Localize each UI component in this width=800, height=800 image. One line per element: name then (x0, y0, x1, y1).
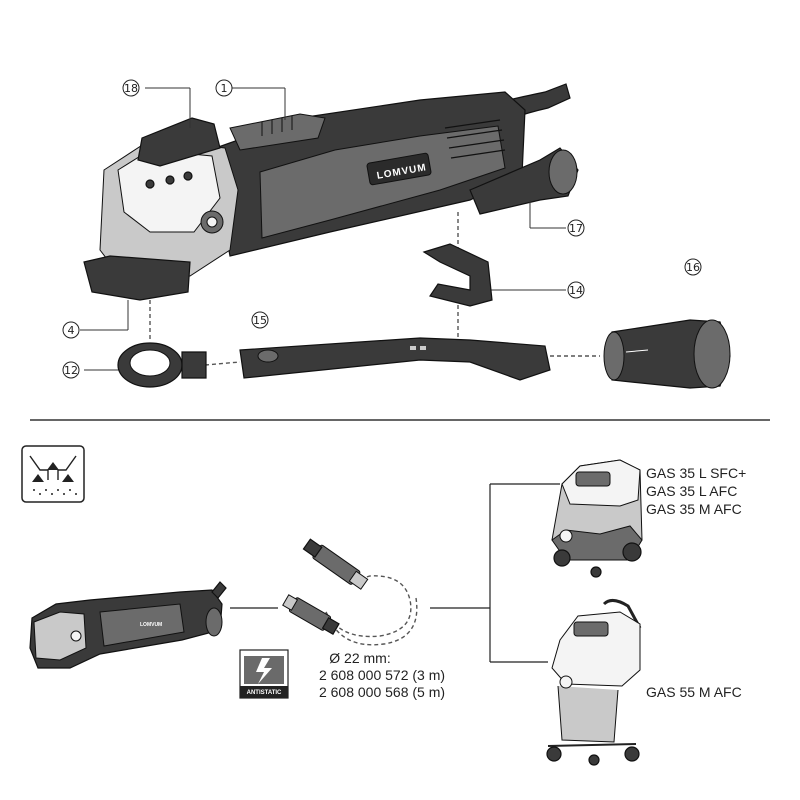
part-12-adapter-ring (117, 342, 207, 388)
hose-part-3m-text: 2 608 000 572 (3 m) (319, 667, 445, 683)
hose-diameter-text: Ø 22 mm: (329, 650, 390, 666)
svg-text:18: 18 (124, 82, 138, 95)
svg-text:15: 15 (253, 314, 267, 327)
extractor-gas-35 (551, 459, 643, 578)
callout-leaders (80, 87, 566, 371)
part-16-nozzle (603, 319, 731, 389)
svg-text:12: 12 (64, 364, 78, 377)
callout-4: 4 (62, 321, 80, 339)
hose-assembly (282, 538, 418, 646)
svg-text:4: 4 (68, 324, 75, 337)
extractor-model-3: GAS 35 M AFC (646, 501, 742, 517)
multitool-small: LOMVUM (29, 581, 227, 669)
svg-text:ANTISTATIC: ANTISTATIC (247, 690, 282, 696)
callout-18: 18 (122, 79, 140, 97)
part-14-clip (422, 243, 493, 307)
svg-text:16: 16 (686, 261, 700, 274)
part-15-guide (239, 337, 551, 381)
hose-part-5m-text: 2 608 000 568 (5 m) (319, 684, 445, 700)
svg-text:17: 17 (569, 222, 583, 235)
callout-14: 14 (567, 281, 585, 299)
small-brand-label: LOMVUM (140, 622, 162, 628)
bracket-lines (430, 483, 560, 663)
extractor-model-1: GAS 35 L SFC+ (646, 465, 746, 481)
extractor-gas-55 (546, 599, 642, 766)
svg-text:1: 1 (221, 82, 228, 95)
callout-1: 1 (215, 79, 233, 97)
dust-extraction-icon (21, 445, 85, 503)
antistatic-icon: ANTISTATIC (239, 649, 289, 699)
callout-17: 17 (567, 219, 585, 237)
callout-15: 15 (251, 311, 269, 329)
extractor-model-2: GAS 35 L AFC (646, 483, 737, 499)
assembly-dashes (149, 212, 600, 366)
svg-text:14: 14 (569, 284, 583, 297)
extractor-model-4: GAS 55 M AFC (646, 684, 742, 700)
multitool-main: LOMVUM (83, 83, 579, 301)
callout-12: 12 (62, 361, 80, 379)
callout-16: 16 (684, 258, 702, 276)
